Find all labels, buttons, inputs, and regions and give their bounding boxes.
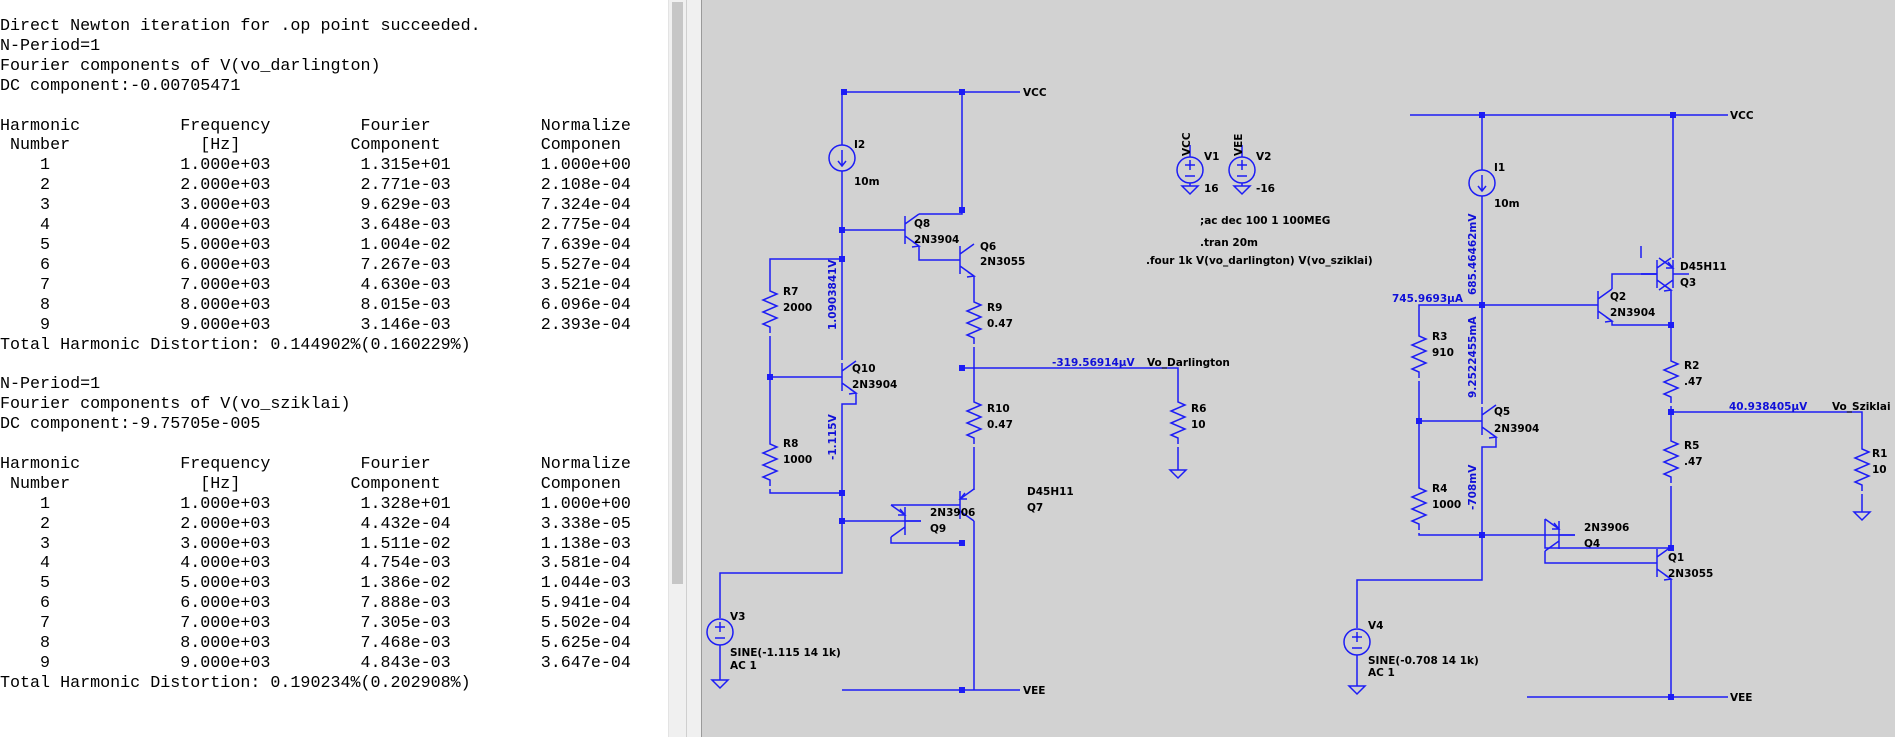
R4-value: 1000: [1432, 499, 1461, 511]
voltage-szik-v2: -708mV: [1467, 464, 1479, 510]
R3-name: R3: [1432, 331, 1447, 343]
voltage-szik-i: 745.9693µA: [1392, 293, 1464, 305]
Q5-model: 2N3904: [1494, 423, 1539, 435]
pane-splitter[interactable]: [686, 0, 703, 737]
sziklai-circuit: VCC I1 10m 685.46462mV 745.9693µA Q2 2N3…: [1343, 110, 1891, 704]
Q8-model: 2N3904: [914, 234, 959, 246]
R3-value: 910: [1432, 347, 1454, 359]
spice-error-log: Direct Newton iteration for .op point su…: [0, 0, 668, 737]
V3-name: V3: [730, 611, 745, 623]
voltage-darl-base: 1.0903841V: [827, 259, 839, 330]
R4-name: R4: [1432, 483, 1447, 495]
Q3-model: D45H11: [1680, 261, 1727, 273]
R5-name: R5: [1684, 440, 1699, 452]
supply-sources: VCC V1 16 VEE V2 -16: [1176, 132, 1275, 195]
vo-darlington-label: Vo_Darlington: [1147, 357, 1230, 369]
vcc-label-darlington: VCC: [1023, 87, 1047, 99]
Q6-name: Q6: [980, 241, 996, 253]
log-scrollbar[interactable]: [668, 0, 687, 737]
R2-name: R2: [1684, 360, 1699, 372]
V2-name: V2: [1256, 151, 1271, 163]
spice-directives[interactable]: ;ac dec 100 1 100MEG .tran 20m .four 1k …: [1146, 215, 1373, 267]
Q10-name: Q10: [852, 363, 876, 375]
scrollbar-thumb[interactable]: [672, 2, 683, 584]
voltage-darl-q10: -1.115V: [827, 413, 839, 460]
Q2-model: 2N3904: [1610, 307, 1655, 319]
V1-name: V1: [1204, 151, 1219, 163]
Q9-model: 2N3906: [930, 507, 975, 519]
vcc-label-sziklai: VCC: [1730, 110, 1754, 122]
vo-sziklai-label: Vo_Sziklai: [1832, 401, 1891, 413]
V2-net: VEE: [1233, 134, 1245, 156]
vee-label-sziklai: VEE: [1730, 692, 1752, 704]
Q2-name: Q2: [1610, 291, 1626, 303]
voltage-szik-v1: 685.46462mV: [1467, 213, 1479, 295]
directive-four: .four 1k V(vo_darlington) V(vo_sziklai): [1146, 255, 1373, 267]
junction: [841, 89, 847, 95]
R1-name: R1: [1872, 448, 1887, 460]
R6-value: 10: [1191, 419, 1206, 431]
V3-value: SINE(-1.115 14 1k): [730, 647, 841, 659]
directive-tran: .tran 20m: [1200, 237, 1258, 249]
V3-ac: AC 1: [730, 660, 757, 672]
voltage-darl-out: -319.56914µV: [1052, 357, 1136, 369]
R10-name: R10: [987, 403, 1010, 415]
V2-value: -16: [1256, 183, 1275, 195]
R10-value: 0.47: [987, 419, 1013, 431]
Q9-name: Q9: [930, 523, 946, 535]
Q5-name: Q5: [1494, 406, 1510, 418]
R7-value: 2000: [783, 302, 812, 314]
R6-name: R6: [1191, 403, 1206, 415]
I1-name: I1: [1494, 162, 1505, 174]
V4-name: V4: [1368, 620, 1383, 632]
R9-value: 0.47: [987, 318, 1013, 330]
Q4-name: Q4: [1584, 538, 1600, 550]
Q1-name: Q1: [1668, 552, 1684, 564]
V4-ac: AC 1: [1368, 667, 1395, 679]
log-text: Direct Newton iteration for .op point su…: [0, 17, 631, 693]
directive-ac: ;ac dec 100 1 100MEG: [1200, 215, 1330, 227]
Q7-model: D45H11: [1027, 486, 1074, 498]
Q6-model: 2N3055: [980, 256, 1025, 268]
schematic-canvas[interactable]: VCC I2 10m Q8 2N3904 Q6 2N3055 R9 0.47 -…: [702, 0, 1895, 737]
Q3-name: Q3: [1680, 277, 1696, 289]
R1-value: 10: [1872, 464, 1887, 476]
darlington-circuit: VCC I2 10m Q8 2N3904 Q6 2N3055 R9 0.47 -…: [706, 87, 1230, 697]
R8-value: 1000: [783, 454, 812, 466]
voltage-szik-out: 40.938405µV: [1729, 401, 1808, 413]
R7-name: R7: [783, 286, 798, 298]
Q7-name: Q7: [1027, 502, 1043, 514]
I1-value: 10m: [1494, 198, 1520, 210]
Q1-model: 2N3055: [1668, 568, 1713, 580]
voltage-szik-i2: 9.2522455mA: [1467, 316, 1479, 398]
V4-value: SINE(-0.708 14 1k): [1368, 655, 1479, 667]
V1-net: VCC: [1181, 132, 1193, 156]
Q8-name: Q8: [914, 218, 930, 230]
R5-value: .47: [1684, 456, 1703, 468]
R8-name: R8: [783, 438, 798, 450]
R9-name: R9: [987, 302, 1002, 314]
Q4-model: 2N3906: [1584, 522, 1629, 534]
vee-label-darlington: VEE: [1023, 685, 1045, 697]
I2-name: I2: [854, 139, 865, 151]
R2-value: .47: [1684, 376, 1703, 388]
V1-value: 16: [1204, 183, 1219, 195]
Q10-model: 2N3904: [852, 379, 897, 391]
I2-value: 10m: [854, 176, 880, 188]
